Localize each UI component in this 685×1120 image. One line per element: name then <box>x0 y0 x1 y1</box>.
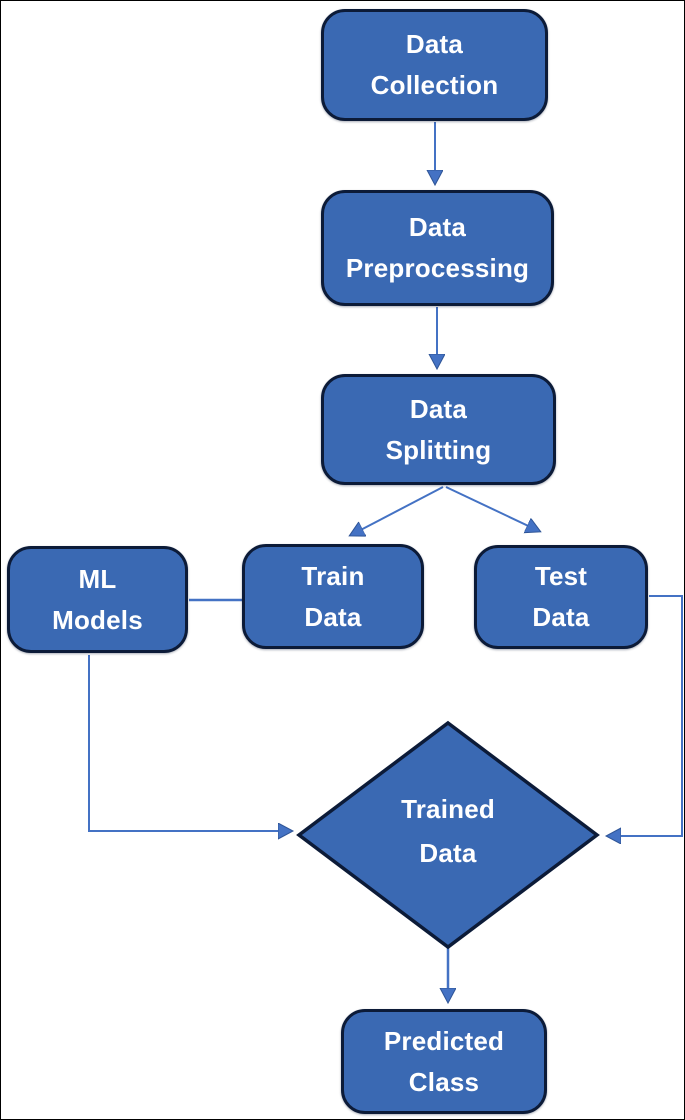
edge-mlmodels-to-trained <box>88 655 291 831</box>
node-label-line: Predicted <box>383 1025 505 1056</box>
node-data-splitting: Data Splitting <box>321 374 556 485</box>
node-label-line: ML <box>78 563 117 594</box>
node-label-line: Class <box>408 1066 480 1097</box>
node-label-line: Data <box>408 212 467 242</box>
node-label-line: Data <box>409 393 468 424</box>
node-test-data: Test Data <box>474 545 648 649</box>
node-label-line: Test <box>534 561 588 591</box>
node-data-preprocessing: Data Preprocessing <box>321 190 554 306</box>
edge-splitting-to-train <box>351 486 444 535</box>
node-label-line: Collection <box>370 70 499 100</box>
node-label-line: Splitting <box>385 434 492 465</box>
node-trained-data: Trained Data <box>338 787 558 875</box>
node-label-line: Train <box>301 560 365 591</box>
node-predicted-class: Predicted Class <box>341 1009 547 1114</box>
node-label-line: Data <box>419 838 477 868</box>
node-label-line: Data <box>532 602 590 632</box>
node-label-line: Preprocessing <box>345 253 530 283</box>
node-label-line: Data <box>405 29 464 59</box>
node-ml-models: ML Models <box>7 546 188 653</box>
edge-splitting-to-test <box>445 486 539 531</box>
node-label-line: Models <box>52 604 143 635</box>
node-label-line: Trained <box>401 794 495 824</box>
node-label-line: Data <box>304 601 362 632</box>
node-train-data: Train Data <box>242 544 424 649</box>
node-data-collection: Data Collection <box>321 9 548 121</box>
